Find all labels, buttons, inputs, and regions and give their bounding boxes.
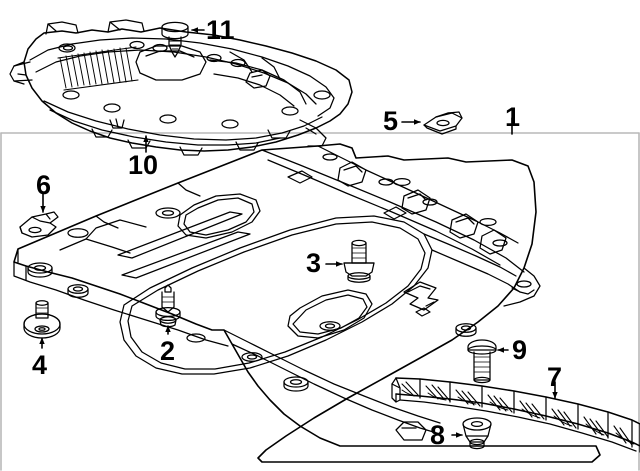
part-10-front-air-deflector-panel [9,19,353,156]
callout-number-5: 5 [383,106,399,136]
part-2-push-rivet-clip [155,284,181,328]
callout-number-11: 11 [206,15,235,45]
part-7-air-deflector-strake [391,377,640,453]
watermark-frame [0,132,640,471]
part-9-pan-head-screw [467,339,497,384]
callout-number-2: 2 [160,336,176,366]
part-5-retainer-clip-bracket [423,111,463,135]
part-11-push-pin-retainer [161,21,189,58]
callout-number-6: 6 [36,170,52,200]
callout-number-8: 8 [430,420,446,450]
callout-leaders [39,27,558,438]
callout-number-7: 7 [547,362,563,392]
part-3-hex-flange-bolt [343,239,375,283]
callout-number-4: 4 [32,350,48,380]
callout-number-3: 3 [306,248,322,278]
part-8-flange-nut-grommet [462,417,492,450]
part-1-underbody-splash-shield [13,143,601,463]
callout-number-9: 9 [512,335,528,365]
callout-number-10: 10 [128,150,159,180]
part-4-dome-head-screw [23,300,61,339]
part-6-mounting-clip-bracket [19,211,59,238]
callout-number-1: 1 [505,102,521,132]
